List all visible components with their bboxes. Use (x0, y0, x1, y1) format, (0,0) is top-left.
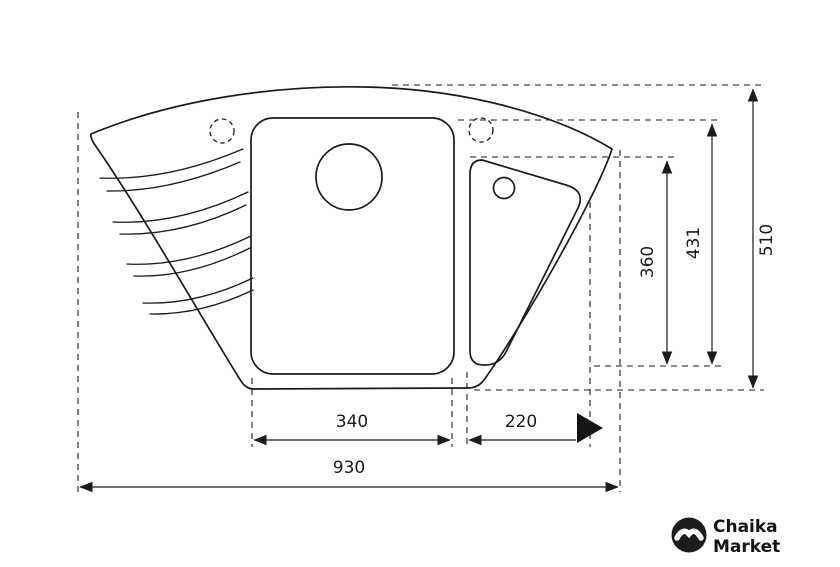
dimension-label-340: 340 (336, 412, 368, 432)
groove-line (119, 204, 247, 235)
main-bowl (250, 117, 455, 375)
main-drain-hole (315, 143, 383, 211)
tap-hole-right (468, 117, 494, 143)
dimension-label-220: 220 (505, 412, 537, 432)
dimension-220: 220 (468, 412, 603, 446)
brand-logo: Chaika Market (671, 517, 780, 557)
drainboard-grooves (99, 148, 254, 315)
groove-line (133, 247, 251, 277)
drain-arrow-marker-icon (577, 413, 603, 443)
dimension-label-510: 510 (757, 224, 777, 256)
dimension-930: 930 (79, 458, 619, 493)
logo-text-line2: Market (713, 537, 780, 557)
groove-line (149, 289, 254, 315)
dimension-510: 510 (747, 88, 777, 389)
seagull-icon (674, 528, 704, 541)
dimension-360: 360 (638, 160, 673, 365)
groove-line (112, 191, 249, 223)
groove-line (126, 235, 252, 265)
groove-line (99, 148, 244, 179)
secondary-drain-hole (492, 176, 516, 200)
secondary-bowl (469, 159, 582, 366)
dimension-340: 340 (253, 412, 451, 446)
dimension-431: 431 (684, 123, 718, 365)
dimension-label-360: 360 (638, 246, 658, 278)
logo-text-line1: Chaika (713, 517, 778, 537)
sink-outer-outline (89, 85, 613, 390)
dimension-label-930: 930 (333, 458, 365, 478)
dimension-label-431: 431 (684, 227, 704, 259)
tap-hole-left (209, 118, 235, 144)
groove-line (106, 161, 241, 192)
extension-lines (77, 84, 764, 492)
groove-line (142, 277, 254, 304)
